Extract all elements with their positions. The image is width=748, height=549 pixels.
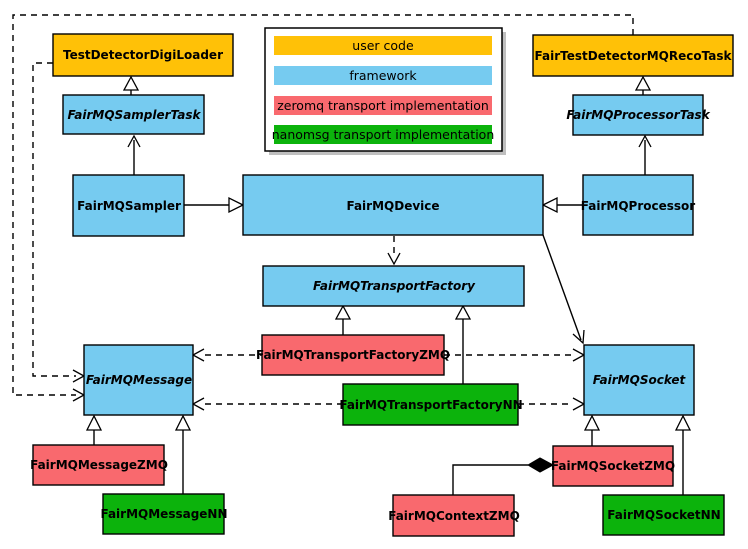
hollow-triangle-icon [228,196,245,214]
node-fair-mq-transport-factory-nn: FairMQTransportFactoryNN [339,383,523,426]
node-label: FairTestDetectorMQRecoTask [535,49,733,63]
edge-factoryzmq-transportfactory [334,304,352,335]
node-fair-mq-processor: FairMQProcessor [581,174,696,236]
node-fair-mq-socket-nn: FairMQSocketNN [602,494,725,536]
hollow-triangle-icon [634,75,652,91]
edge-processor-processortask [638,134,652,175]
open-arrowhead-icon [572,397,586,411]
legend-label-nanomsg: nanomsg transport implementation [272,127,495,142]
node-label: FairMQSamplerTask [67,108,201,122]
legend-label-user-code: user code [352,38,414,53]
node-label: FairMQMessageNN [100,507,227,521]
node-label: FairMQMessage [86,373,192,387]
node-label: FairMQSocketZMQ [551,459,675,473]
node-fair-mq-context-zmq: FairMQContextZMQ [388,494,520,537]
hollow-triangle-icon [85,414,103,431]
node-label: FairMQSocketNN [607,508,720,522]
open-arrowhead-icon [572,329,585,345]
open-arrowhead-icon [191,348,205,362]
node-label: FairMQMessageZMQ [30,458,168,472]
node-fair-mq-message-zmq: FairMQMessageZMQ [30,444,168,486]
edge-processortask-recotask [634,75,652,95]
node-label: FairMQSocket [593,373,687,387]
edge-factorynn-transportfactory [454,304,472,384]
edge-device-transportfactory [387,236,401,266]
node-label: TestDetectorDigiLoader [63,48,223,62]
node-label: FairMQTransportFactory [313,279,476,293]
legend-swatch-framework [274,66,492,85]
node-label: FairMQTransportFactoryNN [339,398,522,412]
edge-socketnn-socket [674,414,692,495]
node-label: FairMQProcessorTask [566,108,710,122]
edge-factoryzmq-message [191,348,262,362]
node-fair-mq-socket: FairMQSocket [583,344,695,416]
hollow-triangle-icon [583,414,601,431]
node-fair-mq-socket-zmq: FairMQSocketZMQ [551,445,675,487]
node-fair-mq-transport-factory: FairMQTransportFactory [262,265,525,307]
node-fair-mq-sampler: FairMQSampler [72,174,185,237]
edge-device-socket [542,234,585,345]
legend-swatch-nanomsg [274,125,492,144]
node-label: FairMQContextZMQ [388,509,520,523]
hollow-triangle-icon [122,75,140,91]
node-fair-mq-sampler-task: FairMQSamplerTask [62,94,205,135]
node-label: FairMQTransportFactoryZMQ [256,348,450,362]
edge-factoryzmq-socket [444,348,586,362]
node-fair-mq-message-nn: FairMQMessageNN [100,493,228,535]
hollow-triangle-icon [674,414,692,431]
edge-messagenn-message [174,414,192,494]
legend: user code framework zeromq transport imp… [264,27,506,155]
edge-socketzmq-socket [583,414,601,446]
open-arrowhead-icon [572,348,586,362]
open-arrowhead-icon [191,397,205,411]
open-arrowhead-icon [387,252,401,266]
node-fair-mq-message: FairMQMessage [83,344,194,416]
edge-messagezmq-message [85,414,103,445]
edge-sampler-device [184,196,245,214]
edge-processor-device [541,196,583,214]
hollow-triangle-icon [334,304,352,320]
legend-label-framework: framework [349,68,417,83]
node-test-detector-digi-loader: TestDetectorDigiLoader [52,33,234,77]
node-fair-mq-processor-task: FairMQProcessorTask [566,94,711,136]
edge-sampler-samplertask [127,134,141,175]
hollow-triangle-icon [541,196,558,214]
edge-factorynn-message [191,397,343,411]
open-arrowhead-icon [638,134,652,148]
node-label: FairMQProcessor [581,199,696,213]
filled-diamond-icon [527,457,555,473]
legend-label-zeromq: zeromq transport implementation [277,98,489,113]
hollow-triangle-icon [454,304,472,320]
edge-contextzmq-socketzmq [452,457,555,495]
node-label: FairMQDevice [346,199,439,213]
node-fair-mq-device: FairMQDevice [242,174,544,236]
edge-factorynn-socket [518,397,586,411]
node-label: FairMQSampler [77,199,181,213]
node-fair-test-detector-mq-reco-task: FairTestDetectorMQRecoTask [532,34,734,77]
open-arrowhead-icon [127,134,141,148]
legend-swatch-zeromq [274,96,492,115]
node-fair-mq-transport-factory-zmq: FairMQTransportFactoryZMQ [256,334,450,376]
edge-samplertask-digiloader [122,75,140,95]
legend-swatch-user-code [274,36,492,55]
hollow-triangle-icon [174,414,192,431]
